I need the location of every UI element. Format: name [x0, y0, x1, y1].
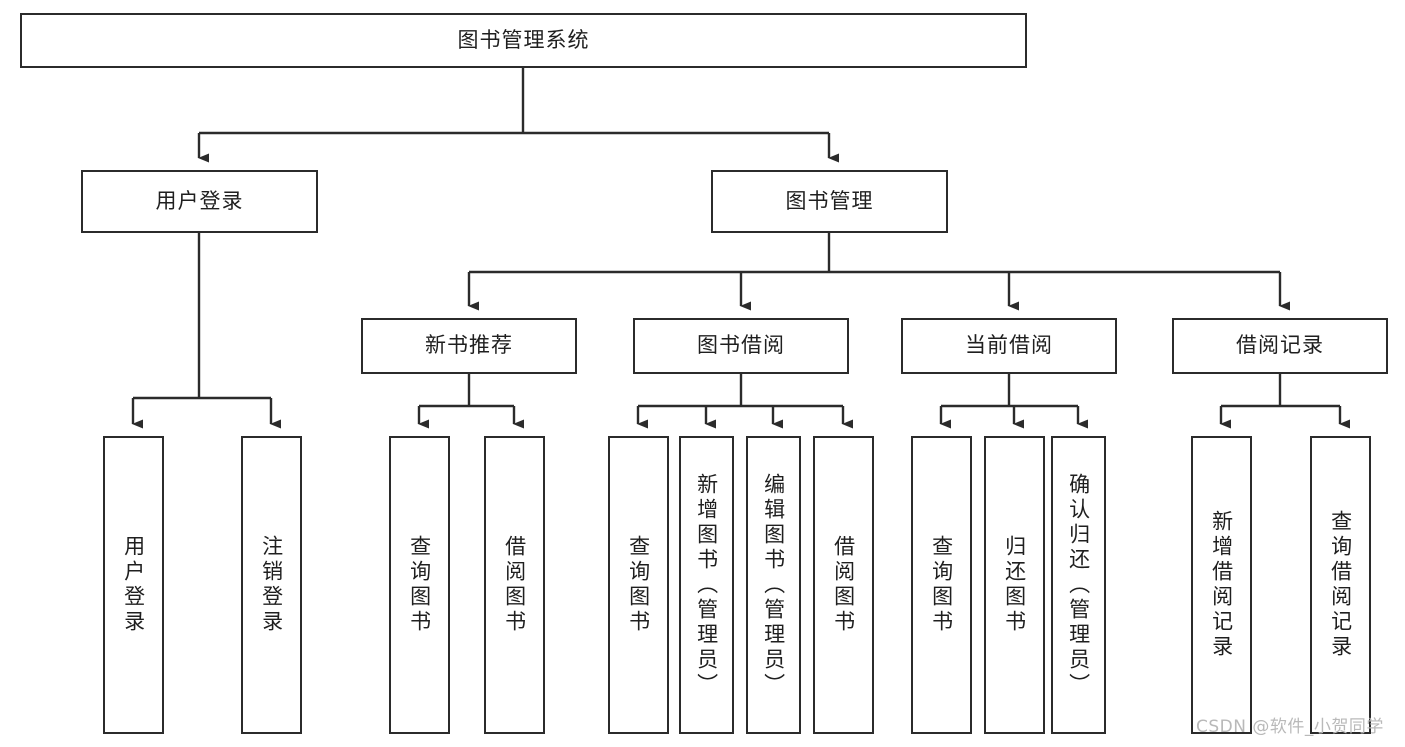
level3-node-box-1[interactable]: 图书借阅 [633, 318, 849, 374]
level2-node-label: 用户登录 [155, 188, 244, 213]
level3-node-label: 图书借阅 [697, 333, 785, 358]
level3-node-box-0[interactable]: 新书推荐 [361, 318, 577, 374]
leaf-node-box-2[interactable]: 查询图书 [389, 436, 450, 734]
root-node-label: 图书管理系统 [457, 27, 590, 52]
level2-node-box-0[interactable]: 用户登录 [81, 170, 318, 233]
leaf-node-box-4[interactable]: 查询图书 [608, 436, 669, 734]
leaf-node-box-5[interactable]: 新增图书（管理员） [679, 436, 734, 734]
leaf-node-label: 编辑图书（管理员） [761, 472, 786, 698]
level3-node-box-3[interactable]: 借阅记录 [1172, 318, 1388, 374]
leaf-node-label: 借阅图书 [502, 535, 527, 635]
leaf-node-label: 确认归还（管理员） [1066, 472, 1091, 698]
leaf-node-box-9[interactable]: 归还图书 [984, 436, 1045, 734]
leaf-node-box-1[interactable]: 注销登录 [241, 436, 302, 734]
leaf-node-box-8[interactable]: 查询图书 [911, 436, 972, 734]
leaf-node-box-0[interactable]: 用户登录 [103, 436, 164, 734]
leaf-node-box-10[interactable]: 确认归还（管理员） [1051, 436, 1106, 734]
level2-node-label: 图书管理 [785, 188, 874, 213]
level2-node-box-1[interactable]: 图书管理 [711, 170, 948, 233]
leaf-node-label: 查询图书 [626, 535, 651, 635]
leaf-node-label: 查询借阅记录 [1328, 510, 1353, 660]
leaf-node-label: 借阅图书 [831, 535, 856, 635]
level3-node-label: 当前借阅 [965, 333, 1053, 358]
level3-node-label: 新书推荐 [425, 333, 513, 358]
leaf-node-box-12[interactable]: 查询借阅记录 [1310, 436, 1371, 734]
leaf-node-label: 新增借阅记录 [1209, 510, 1234, 660]
root-node-box-0[interactable]: 图书管理系统 [20, 13, 1027, 68]
csdn-watermark: CSDN @软件_小贺同学 [1196, 717, 1384, 737]
leaf-node-box-11[interactable]: 新增借阅记录 [1191, 436, 1252, 734]
leaf-node-box-3[interactable]: 借阅图书 [484, 436, 545, 734]
leaf-node-box-7[interactable]: 借阅图书 [813, 436, 874, 734]
leaf-node-label: 新增图书（管理员） [694, 472, 719, 698]
level3-node-box-2[interactable]: 当前借阅 [901, 318, 1117, 374]
leaf-node-label: 查询图书 [407, 535, 432, 635]
leaf-node-label: 注销登录 [259, 535, 284, 635]
leaf-node-label: 归还图书 [1002, 535, 1027, 635]
leaf-node-label: 用户登录 [121, 535, 146, 635]
level3-node-label: 借阅记录 [1236, 333, 1324, 358]
leaf-node-label: 查询图书 [929, 535, 954, 635]
leaf-node-box-6[interactable]: 编辑图书（管理员） [746, 436, 801, 734]
